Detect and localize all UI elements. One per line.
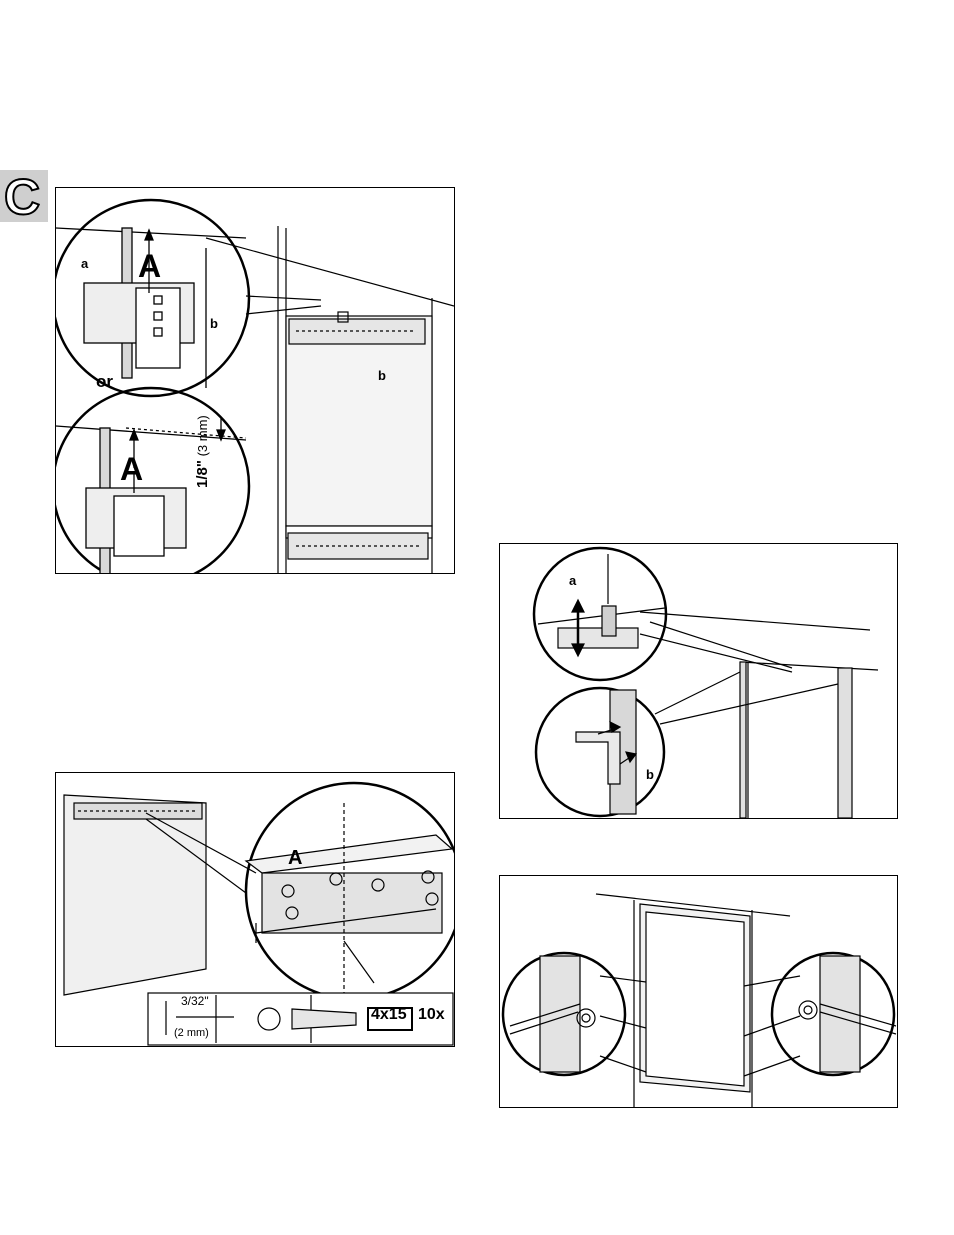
screw-size: 4x15 (371, 1006, 407, 1024)
figure-height-adjustment: a b (499, 543, 898, 819)
zoom-screw-detail (538, 554, 665, 656)
figure-bracket-height: A a b b or A 1/8" (3 mm) (55, 187, 455, 574)
zoom-bracket-detail (246, 803, 452, 993)
door-illustration (596, 894, 800, 1107)
label-a: a (81, 256, 88, 271)
drill-metric: (2 mm) (174, 1027, 209, 1039)
screw-count: 10x (418, 1006, 445, 1024)
figure-mount-bracket: A 3/32" (2 mm) 4x15 10x (55, 772, 455, 1047)
door-panel-illustration (64, 795, 256, 995)
zoom-circle-screw (534, 548, 666, 680)
label-b-clip: b (646, 767, 654, 782)
label-or: or (96, 372, 113, 392)
figure-height-adjustment-drawing (500, 544, 897, 818)
drill-fraction: 3/32" (181, 994, 209, 1008)
zoom-clip-detail (576, 690, 636, 814)
label-b-zoom: b (210, 316, 218, 331)
figure-door-attachment (499, 875, 898, 1108)
zoom-right-detail (799, 956, 896, 1072)
cabinet-top-illustration (640, 612, 878, 818)
gap-fraction: 1/8" (194, 460, 211, 488)
figure-door-attachment-drawing (500, 876, 897, 1107)
label-A-bottom: A (120, 451, 143, 488)
zoom-left-detail (510, 956, 595, 1072)
label-a-screw: a (569, 573, 576, 588)
gap-metric: (3 mm) (195, 415, 210, 456)
figure-bracket-height-drawing (56, 188, 454, 573)
section-tab-letter: C (0, 170, 48, 222)
svg-text:C: C (4, 170, 40, 222)
label-A-top: A (138, 248, 161, 285)
gap-dimension: 1/8" (3 mm) (194, 378, 224, 488)
label-A-bracket: A (288, 847, 302, 870)
section-tab: C (0, 170, 48, 222)
label-b-cabinet: b (378, 368, 386, 383)
zoom-circle-clip (536, 688, 664, 816)
